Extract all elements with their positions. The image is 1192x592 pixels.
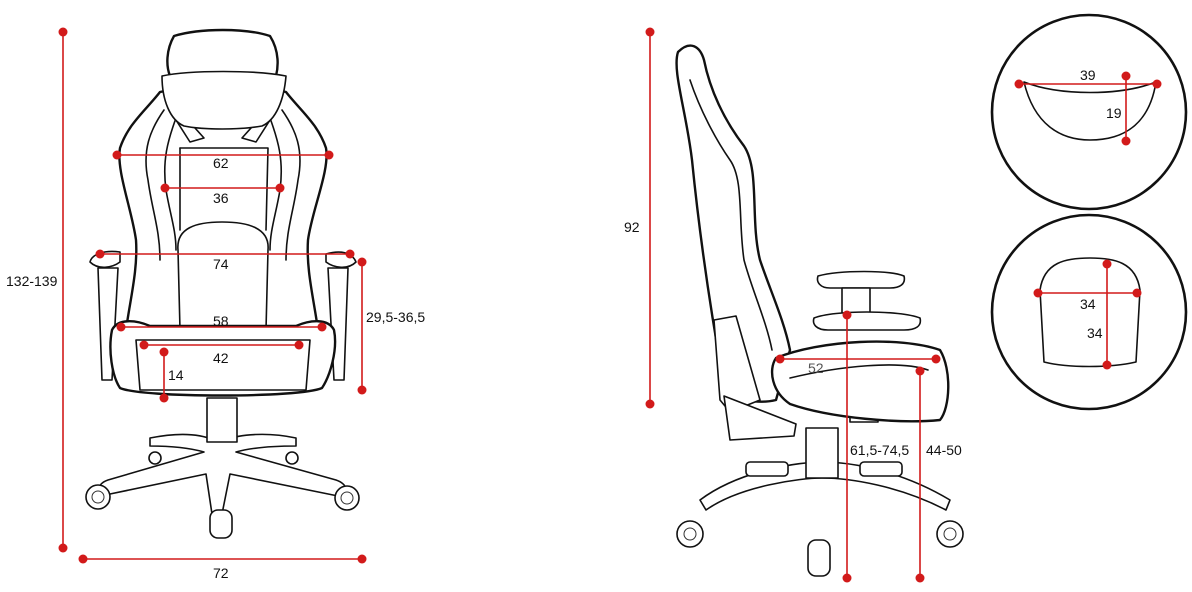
label-headrest-width: 39 xyxy=(1080,67,1096,83)
label-armrest-span: 74 xyxy=(213,256,229,272)
label-seat-thickness: 14 xyxy=(168,367,184,383)
label-lumbar-width: 34 xyxy=(1080,296,1096,312)
side-chair-drawing xyxy=(675,44,964,577)
label-seat-floor-height: 44-50 xyxy=(926,442,962,458)
label-armrest-height-adjust: 29,5-36,5 xyxy=(366,309,425,325)
label-backrest-height: 92 xyxy=(624,219,640,235)
label-armrest-floor-height: 61,5-74,5 xyxy=(850,442,909,458)
headrest-pillow-detail xyxy=(990,13,1188,211)
label-seat-depth: 52 xyxy=(808,360,824,376)
front-chair-drawing xyxy=(85,28,360,539)
label-backrest-width-inner: 36 xyxy=(213,190,229,206)
label-headrest-height: 19 xyxy=(1106,105,1122,121)
label-total-height: 132-139 xyxy=(6,273,58,289)
lumbar-pillow-detail xyxy=(990,213,1188,411)
label-base-width: 72 xyxy=(213,565,229,581)
label-seat-width-outer: 58 xyxy=(213,313,229,329)
dimension-lines xyxy=(58,27,1162,583)
label-lumbar-height: 34 xyxy=(1087,325,1103,341)
label-seat-width-inner: 42 xyxy=(213,350,229,366)
label-backrest-width-top: 62 xyxy=(213,155,229,171)
dimension-labels: 132-139 62 36 74 58 42 14 29,5-36,5 72 9… xyxy=(6,67,1122,581)
